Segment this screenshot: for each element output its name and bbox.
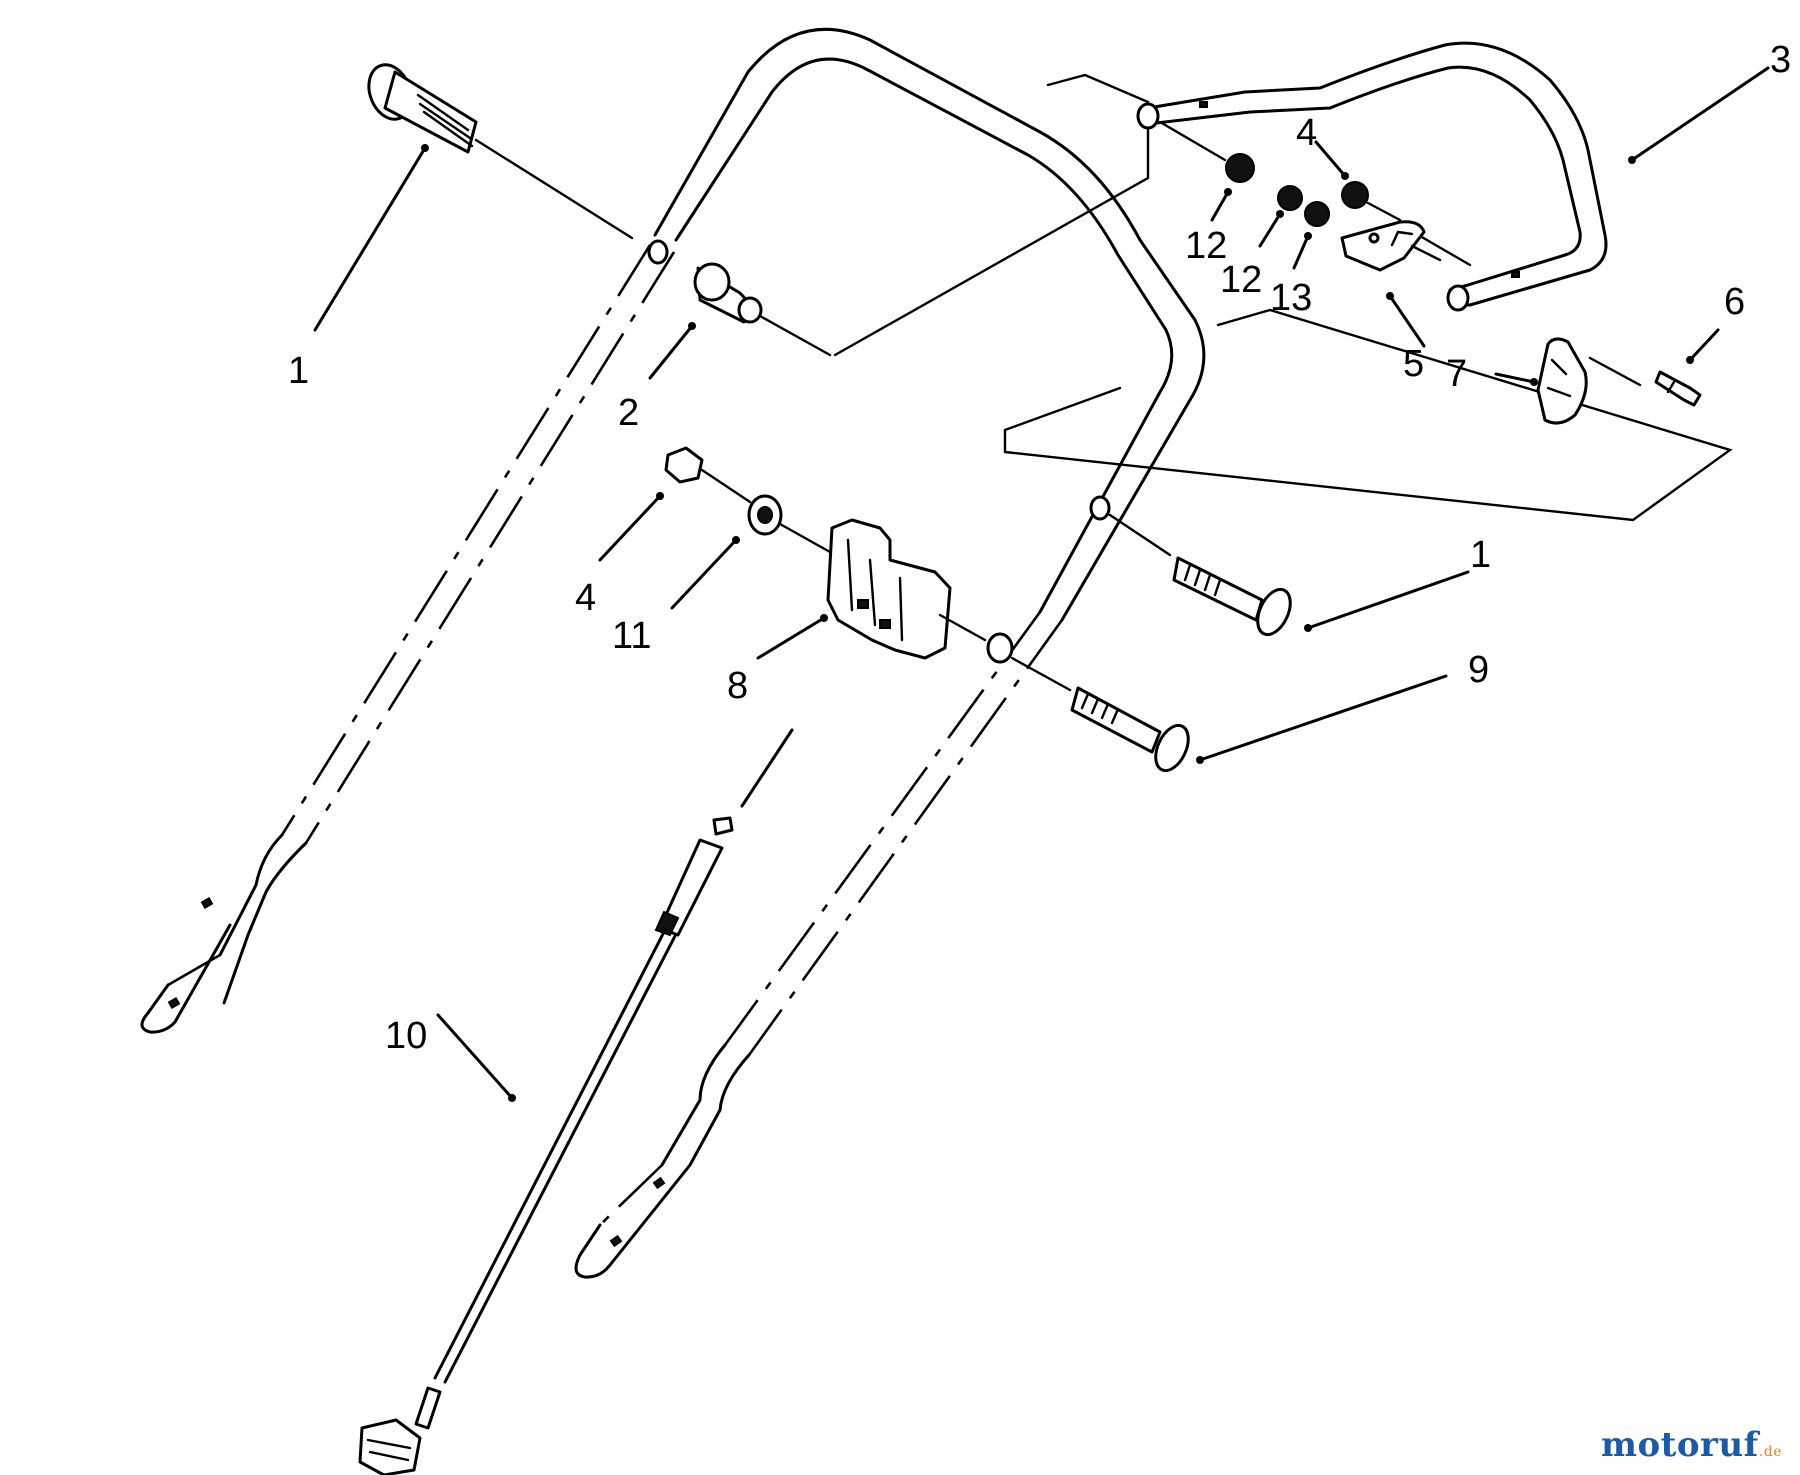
callout-9: 9 [1468, 649, 1489, 691]
callout-12b: 12 [1220, 259, 1262, 301]
callout-leaders [313, 66, 1770, 1102]
mounting-bracket [1340, 220, 1442, 272]
nut-group [1225, 153, 1472, 267]
upper-bail-handle [1136, 41, 1608, 312]
callout-5: 5 [1403, 343, 1424, 385]
screw [1654, 370, 1702, 407]
callout-11: 11 [612, 615, 651, 657]
main-handle [140, 27, 1206, 1279]
watermark-brand: motoruf [1601, 1425, 1759, 1465]
callout-4b: 4 [575, 577, 596, 619]
watermark-logo: motoruf.de [1601, 1425, 1782, 1465]
watermark-suffix: .de [1758, 1444, 1782, 1460]
cam-latch [1536, 337, 1642, 425]
callout-6: 6 [1724, 281, 1745, 323]
callout-3: 3 [1770, 39, 1791, 81]
callout-12a: 12 [1185, 225, 1227, 267]
frame-outline [833, 73, 1733, 522]
callout-1b: 1 [1470, 534, 1491, 576]
callout-13: 13 [1270, 277, 1312, 319]
callout-labels: 1 1 2 3 4 4 5 6 7 8 9 10 11 12 12 13 [288, 39, 1791, 1057]
lower-nut-and-washer [664, 446, 832, 554]
control-cable [358, 816, 734, 1475]
carriage-bolt-middle [1108, 513, 1292, 637]
carriage-bolt-upper [367, 63, 634, 240]
callout-1a: 1 [288, 350, 309, 392]
spacer-bushing [693, 262, 832, 357]
cable-guide-block [826, 518, 987, 660]
carriage-bolt-lower [986, 632, 1190, 773]
callout-2: 2 [618, 392, 639, 434]
callout-7: 7 [1446, 353, 1467, 395]
callout-8: 8 [727, 665, 748, 707]
callout-10: 10 [385, 1015, 427, 1057]
callout-4a: 4 [1296, 112, 1317, 154]
